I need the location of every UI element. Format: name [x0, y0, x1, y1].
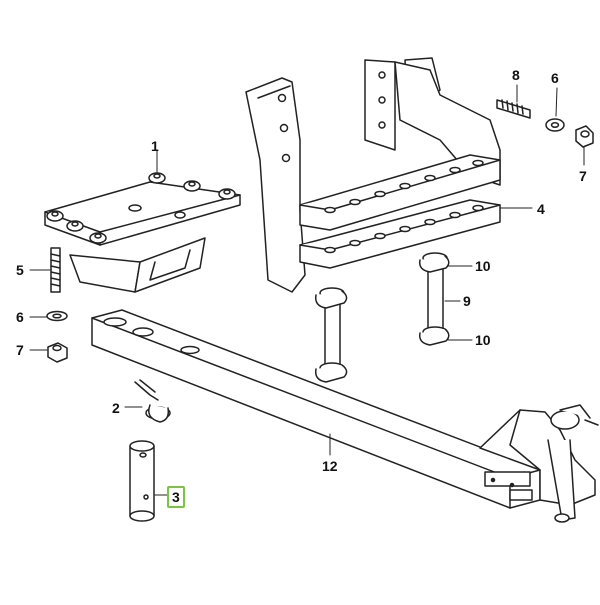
left-washer-part: [29, 310, 68, 322]
callout-7-right: 7: [579, 168, 587, 184]
callout-3-highlighted[interactable]: 3: [167, 486, 185, 508]
step-bracket-part: [245, 57, 533, 293]
retaining-pin-part: [418, 252, 473, 346]
mounting-bracket-part: [44, 149, 241, 293]
callout-4: 4: [537, 201, 545, 217]
hitch-pin-part: [129, 440, 169, 522]
drawbar-part: [91, 309, 599, 523]
callout-12: 12: [322, 458, 338, 474]
left-hex-nut-part: [29, 342, 68, 363]
washer-part: [545, 87, 565, 132]
callout-6-right: 6: [551, 70, 559, 86]
hex-nut-part: [575, 125, 594, 166]
callout-9: 9: [463, 293, 471, 309]
assembled-pin: [314, 287, 348, 383]
stud-bolt-part: [496, 84, 531, 119]
callout-8: 8: [512, 67, 520, 83]
callout-5: 5: [16, 262, 24, 278]
callout-10-bottom: 10: [475, 332, 491, 348]
callout-7-left: 7: [16, 342, 24, 358]
callout-1: 1: [151, 138, 159, 154]
lynch-pin-part: [124, 379, 171, 423]
left-stud-bolt-part: [29, 247, 61, 293]
callout-2: 2: [112, 400, 120, 416]
callout-10-top: 10: [475, 258, 491, 274]
callout-6-left: 6: [16, 309, 24, 325]
